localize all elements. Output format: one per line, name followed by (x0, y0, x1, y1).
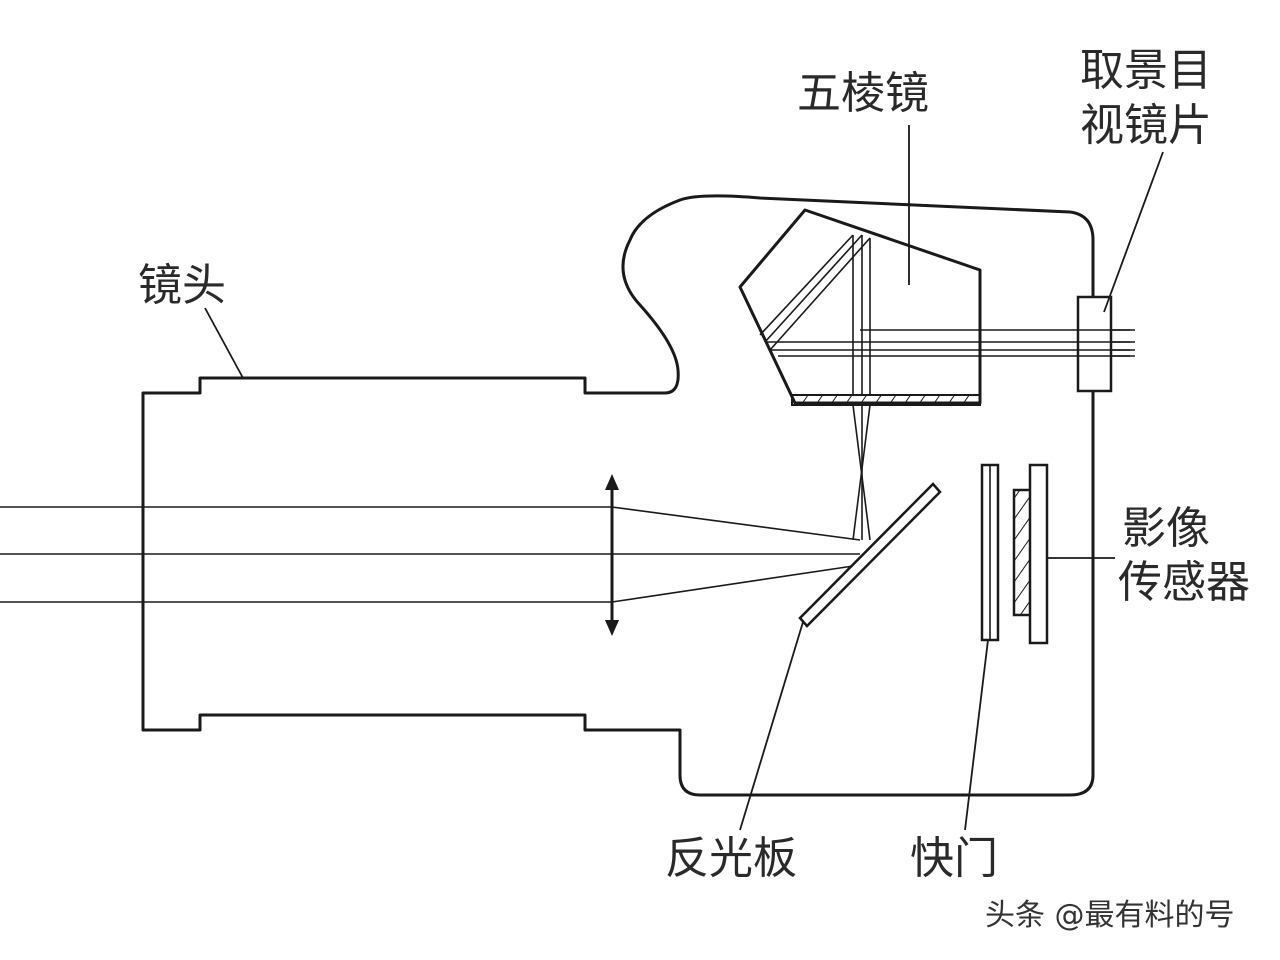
label-viewfinder-line2: 视镜片 (1080, 100, 1212, 151)
shutter (980, 463, 1000, 642)
leader-shutter (964, 639, 989, 831)
label-mirror: 反光板 (665, 833, 797, 884)
image-sensor (1012, 463, 1049, 645)
reflex-mirror (798, 482, 942, 628)
watermark: 头条 @最有料的号 (985, 898, 1235, 933)
label-pentaprism: 五棱镜 (797, 68, 929, 119)
incoming-rays (0, 506, 861, 603)
label-shutter: 快门 (910, 833, 998, 884)
label-image-sensor-line2: 传感器 (1118, 557, 1250, 608)
eyepiece-light-path (765, 329, 1130, 357)
label-image-sensor-line1: 影像 (1122, 503, 1210, 554)
pentaprism (738, 208, 982, 406)
label-viewfinder-line1: 取景目 (1080, 45, 1212, 96)
prism-light-path (852, 235, 871, 541)
leader-mirror (739, 621, 804, 831)
label-lens: 镜头 (138, 260, 226, 311)
leader-viewfinder (1103, 151, 1164, 313)
leader-lens (204, 307, 244, 379)
camera-body-outline (141, 194, 1095, 797)
viewfinder-eyepiece (1076, 295, 1113, 393)
lens-element (605, 474, 619, 636)
